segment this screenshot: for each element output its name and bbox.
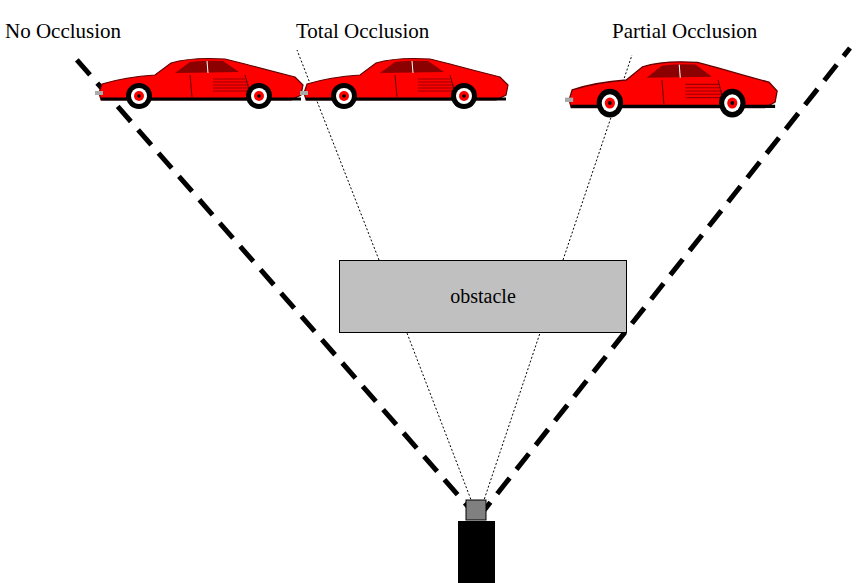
region-label: Total Occlusion: [296, 20, 429, 43]
obstacle-box: obstacle: [339, 260, 627, 333]
region-label: No Occlusion: [5, 20, 121, 43]
region-label: Partial Occlusion: [612, 20, 757, 43]
box-text: obstacle: [450, 285, 516, 308]
